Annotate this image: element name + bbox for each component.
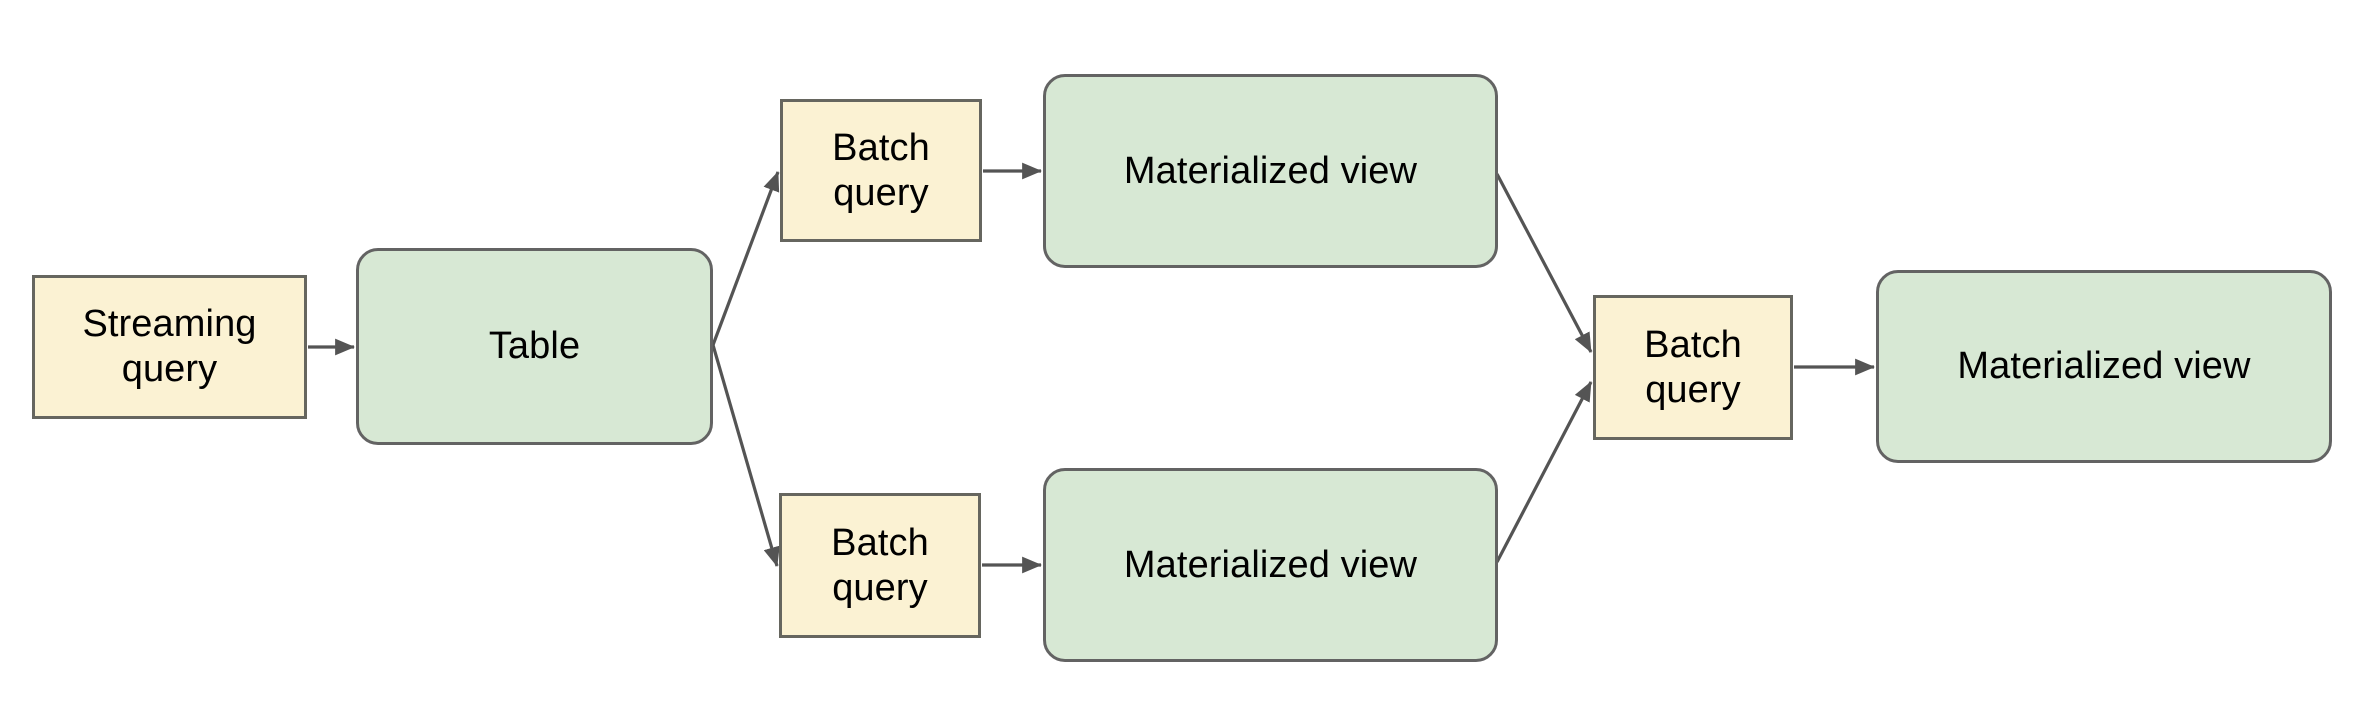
node-table[interactable]: Table — [356, 248, 713, 445]
edge-table-to-batch-query-top — [711, 171, 780, 346]
node-materialized-view-top[interactable]: Materialized view — [1043, 74, 1498, 268]
node-label-table: Table — [488, 325, 581, 368]
node-batch-query-top[interactable]: Batch query — [780, 99, 982, 242]
node-label-materialized-view-right: Materialized view — [1957, 345, 2251, 388]
node-label-batch-query-bottom: Batch query — [831, 521, 929, 609]
edge-materialized-view-top-to-batch-query-center — [1495, 173, 1593, 353]
node-materialized-view-bottom[interactable]: Materialized view — [1043, 468, 1498, 662]
node-label-materialized-view-top: Materialized view — [1123, 149, 1418, 192]
node-batch-query-center[interactable]: Batch query — [1593, 295, 1793, 440]
node-materialized-view-right[interactable]: Materialized view — [1876, 270, 2332, 463]
node-streaming-query[interactable]: Streaming query — [32, 275, 307, 419]
node-label-batch-query-top: Batch query — [832, 126, 930, 214]
node-batch-query-bottom[interactable]: Batch query — [779, 493, 981, 638]
node-label-streaming-query: Streaming query — [82, 303, 257, 390]
edge-materialized-view-bottom-to-batch-query-center — [1495, 381, 1593, 563]
edge-table-to-batch-query-bottom — [711, 344, 780, 567]
node-label-materialized-view-bottom: Materialized view — [1123, 543, 1418, 586]
node-label-batch-query-center: Batch query — [1644, 323, 1742, 411]
